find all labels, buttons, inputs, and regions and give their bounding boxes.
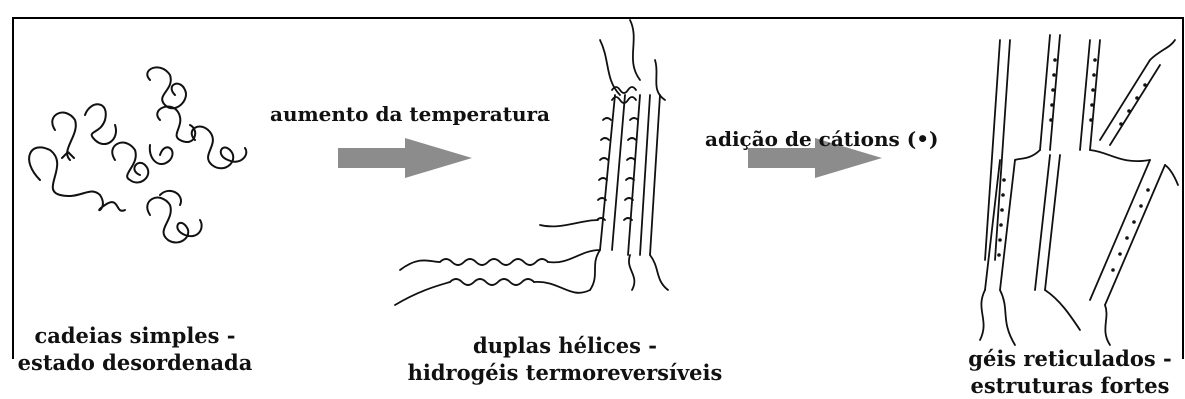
arrow-2-label: adição de cátions (•) [705,126,938,153]
stage-1-line-2: estado desordenada [10,349,260,376]
stage-1-caption: cadeias simples - estado desordenada [10,322,260,376]
stage-1-line-1: cadeias simples - [10,322,260,349]
stage-2-line-1: duplas hélices - [405,332,725,359]
arrow-1-label: aumento da temperatura [270,101,550,128]
arrow-1 [338,138,472,178]
stage-2-line-2: hidrogéis termoreversíveis [405,359,725,386]
random-coils-illustration [29,67,246,242]
cation-dots [997,58,1150,272]
stage-2-caption: duplas hélices - hidrogéis termoreversív… [405,332,725,386]
stage-3-caption: géis reticulados - estruturas fortes [955,345,1185,399]
stage-3-line-2: estruturas fortes [955,372,1185,399]
stage-3-line-1: géis reticulados - [955,345,1185,372]
